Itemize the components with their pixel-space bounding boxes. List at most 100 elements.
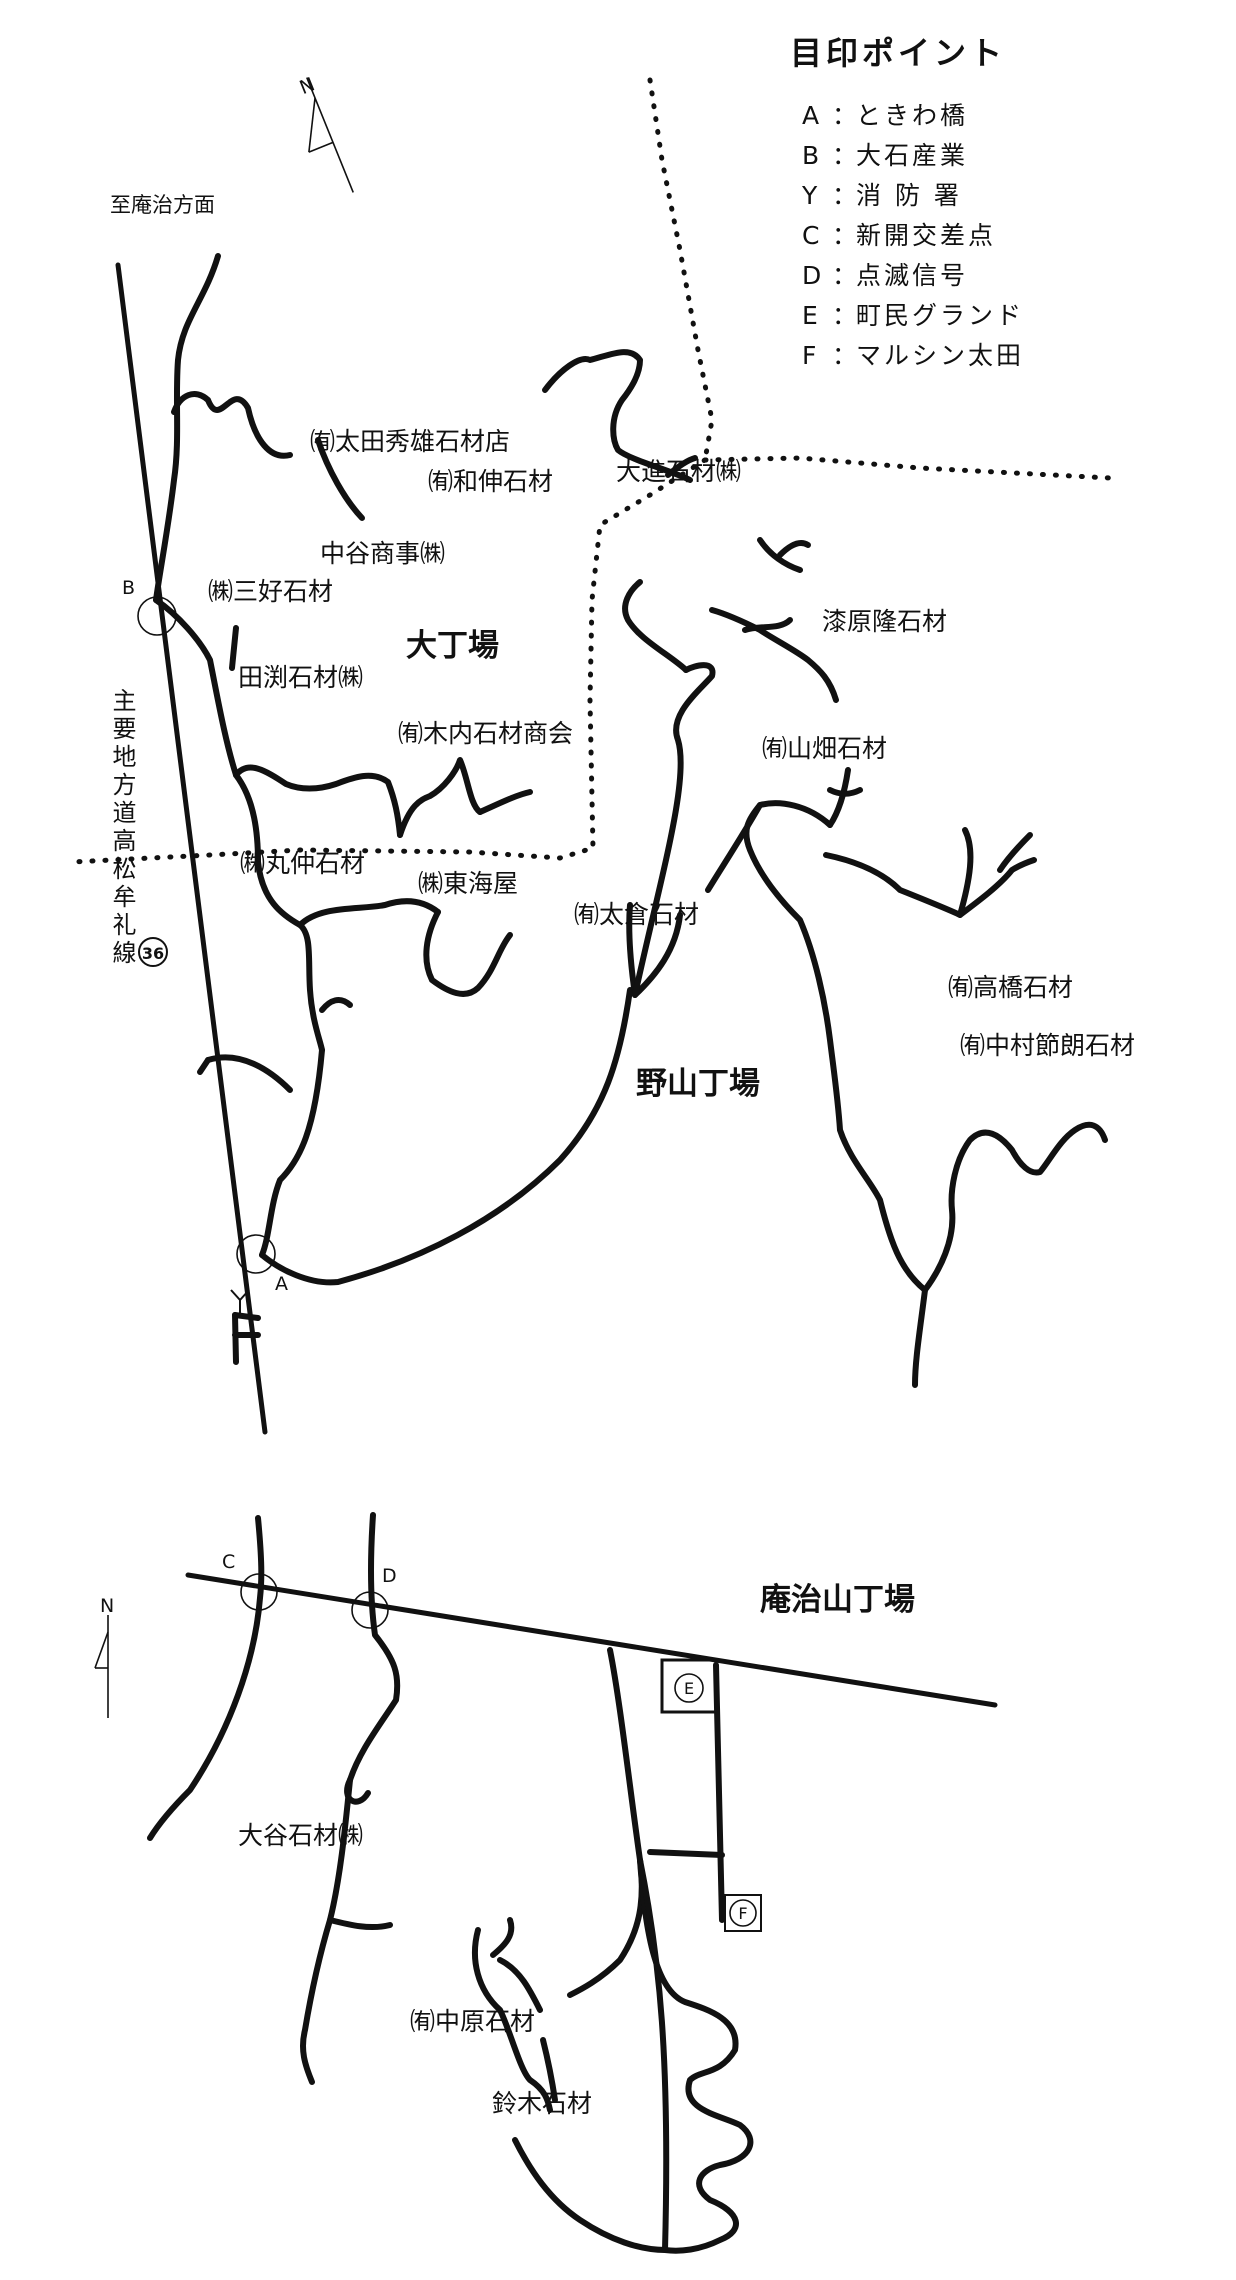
business-okura: ㈲太倉石材 [574, 900, 699, 929]
road [957, 827, 974, 918]
business-tokaiya: ㈱東海屋 [418, 869, 518, 898]
business-taishin: 大進石材㈱ [616, 457, 741, 486]
road [477, 789, 533, 815]
legend-separator: ： [832, 141, 861, 170]
road [922, 1121, 1108, 1293]
road [315, 437, 365, 521]
point-b-label: B [122, 577, 135, 599]
road [229, 625, 239, 671]
business-shitsubara: 漆原隆石材 [822, 607, 947, 636]
road [997, 832, 1033, 873]
road [637, 1857, 754, 2254]
road [472, 1927, 553, 2113]
road [912, 1287, 928, 1388]
legend-item: A ：ときわ橋 [802, 96, 1120, 136]
road [259, 1047, 325, 1258]
business-nakahara: ㈲中原石材 [410, 2007, 535, 2036]
legend-label: マルシン太田 [856, 341, 1025, 370]
road [626, 902, 638, 998]
business-ota-hideo: ㈲太田秀雄石材店 [310, 427, 510, 456]
legend-item: Y ：消 防 署 [802, 176, 1120, 216]
business-sanyoshi: ㈱三好石材 [208, 577, 333, 606]
legend-label: ときわ橋 [856, 101, 969, 130]
business-kiuchi: ㈲木内石材商会 [398, 719, 573, 748]
legend-key: A [802, 101, 823, 130]
road [297, 898, 441, 928]
legend-key: Y [802, 181, 821, 210]
road [259, 987, 633, 1286]
legend-label: 点滅信号 [856, 261, 969, 290]
road [827, 787, 863, 797]
legend-item: F ：マルシン太田 [802, 336, 1120, 376]
legend-label: 大石産業 [856, 141, 969, 170]
legend-label: 新開交差点 [856, 221, 997, 250]
legend-key: C [802, 221, 823, 250]
road [490, 1917, 515, 1958]
road [232, 1312, 261, 1321]
area-ochoba: 大丁場 [406, 628, 499, 664]
business-tabuchi: 田渕石材㈱ [238, 663, 363, 692]
north-arrow-icon [306, 77, 354, 193]
road [300, 1777, 353, 2085]
point-d-label: D [382, 1565, 397, 1587]
legend-separator: ： [832, 101, 861, 130]
district-border [647, 77, 715, 463]
district-border [69, 457, 708, 865]
business-nakatani: 中谷商事㈱ [320, 539, 445, 568]
point-c-label: C [222, 1551, 235, 1573]
point-f-box [724, 1894, 762, 1932]
road [542, 349, 693, 483]
road [423, 909, 513, 997]
road [757, 537, 803, 573]
lower-map: N E F C D 庵治山丁場 大谷石材㈱ ㈲中原石材 鈴木石材 [94, 1512, 998, 2254]
legend-title: 目印ポイント [790, 34, 1007, 72]
road [397, 757, 483, 838]
legend-key: B [802, 141, 823, 170]
road [632, 912, 683, 998]
road [622, 579, 689, 673]
road [347, 1512, 401, 1783]
point-d-marker [351, 1591, 389, 1629]
direction-label: 至庵治方面 [110, 193, 215, 217]
area-ajiyama: 庵治山丁場 [760, 1582, 915, 1618]
road [709, 607, 839, 703]
legend-label: 消 防 署 [856, 181, 962, 210]
point-a-marker [236, 1234, 276, 1274]
road [540, 2037, 558, 2103]
business-yamahata: ㈲山畑石材 [762, 734, 887, 763]
legend-separator: ： [832, 341, 861, 370]
north-arrow-icon [94, 1615, 109, 1718]
business-otani: 大谷石材㈱ [238, 1821, 363, 1850]
road [743, 800, 928, 1293]
grounds-block [660, 1658, 718, 1714]
road [147, 1515, 265, 1841]
main-highway [115, 262, 268, 1435]
point-f-marker [729, 1899, 757, 1927]
road [319, 997, 353, 1013]
north-label-lower: N [100, 1595, 114, 1617]
road [827, 767, 851, 828]
road [255, 859, 325, 1053]
point-e-marker [674, 1673, 704, 1703]
road [197, 1057, 211, 1075]
point-e-label: E [684, 1679, 694, 1698]
road [153, 597, 239, 778]
legend-separator: ： [832, 181, 861, 210]
legend-list: A：ときわ橋 B：大石産業 Y：消 防 署 C：新開交差点 D：点滅信号 E：町… [790, 96, 1120, 376]
business-marunaka: ㈱丸仲石材 [240, 849, 365, 878]
road [637, 1857, 670, 2253]
road [742, 617, 793, 633]
road [327, 1917, 393, 1931]
area-noyama: 野山丁場 [636, 1066, 760, 1102]
legend-key: D [802, 261, 825, 290]
road [233, 764, 403, 838]
legend-item: C：新開交差点 [802, 216, 1120, 256]
road [647, 1849, 725, 1858]
legend-label: 町民グランド [856, 301, 1025, 330]
point-f-label: F [738, 1904, 747, 1923]
legend-separator: ： [832, 261, 861, 290]
legend-key: F [802, 341, 820, 370]
fire-station-icon [230, 1289, 250, 1314]
business-suzuki: 鈴木石材 [492, 2089, 592, 2118]
